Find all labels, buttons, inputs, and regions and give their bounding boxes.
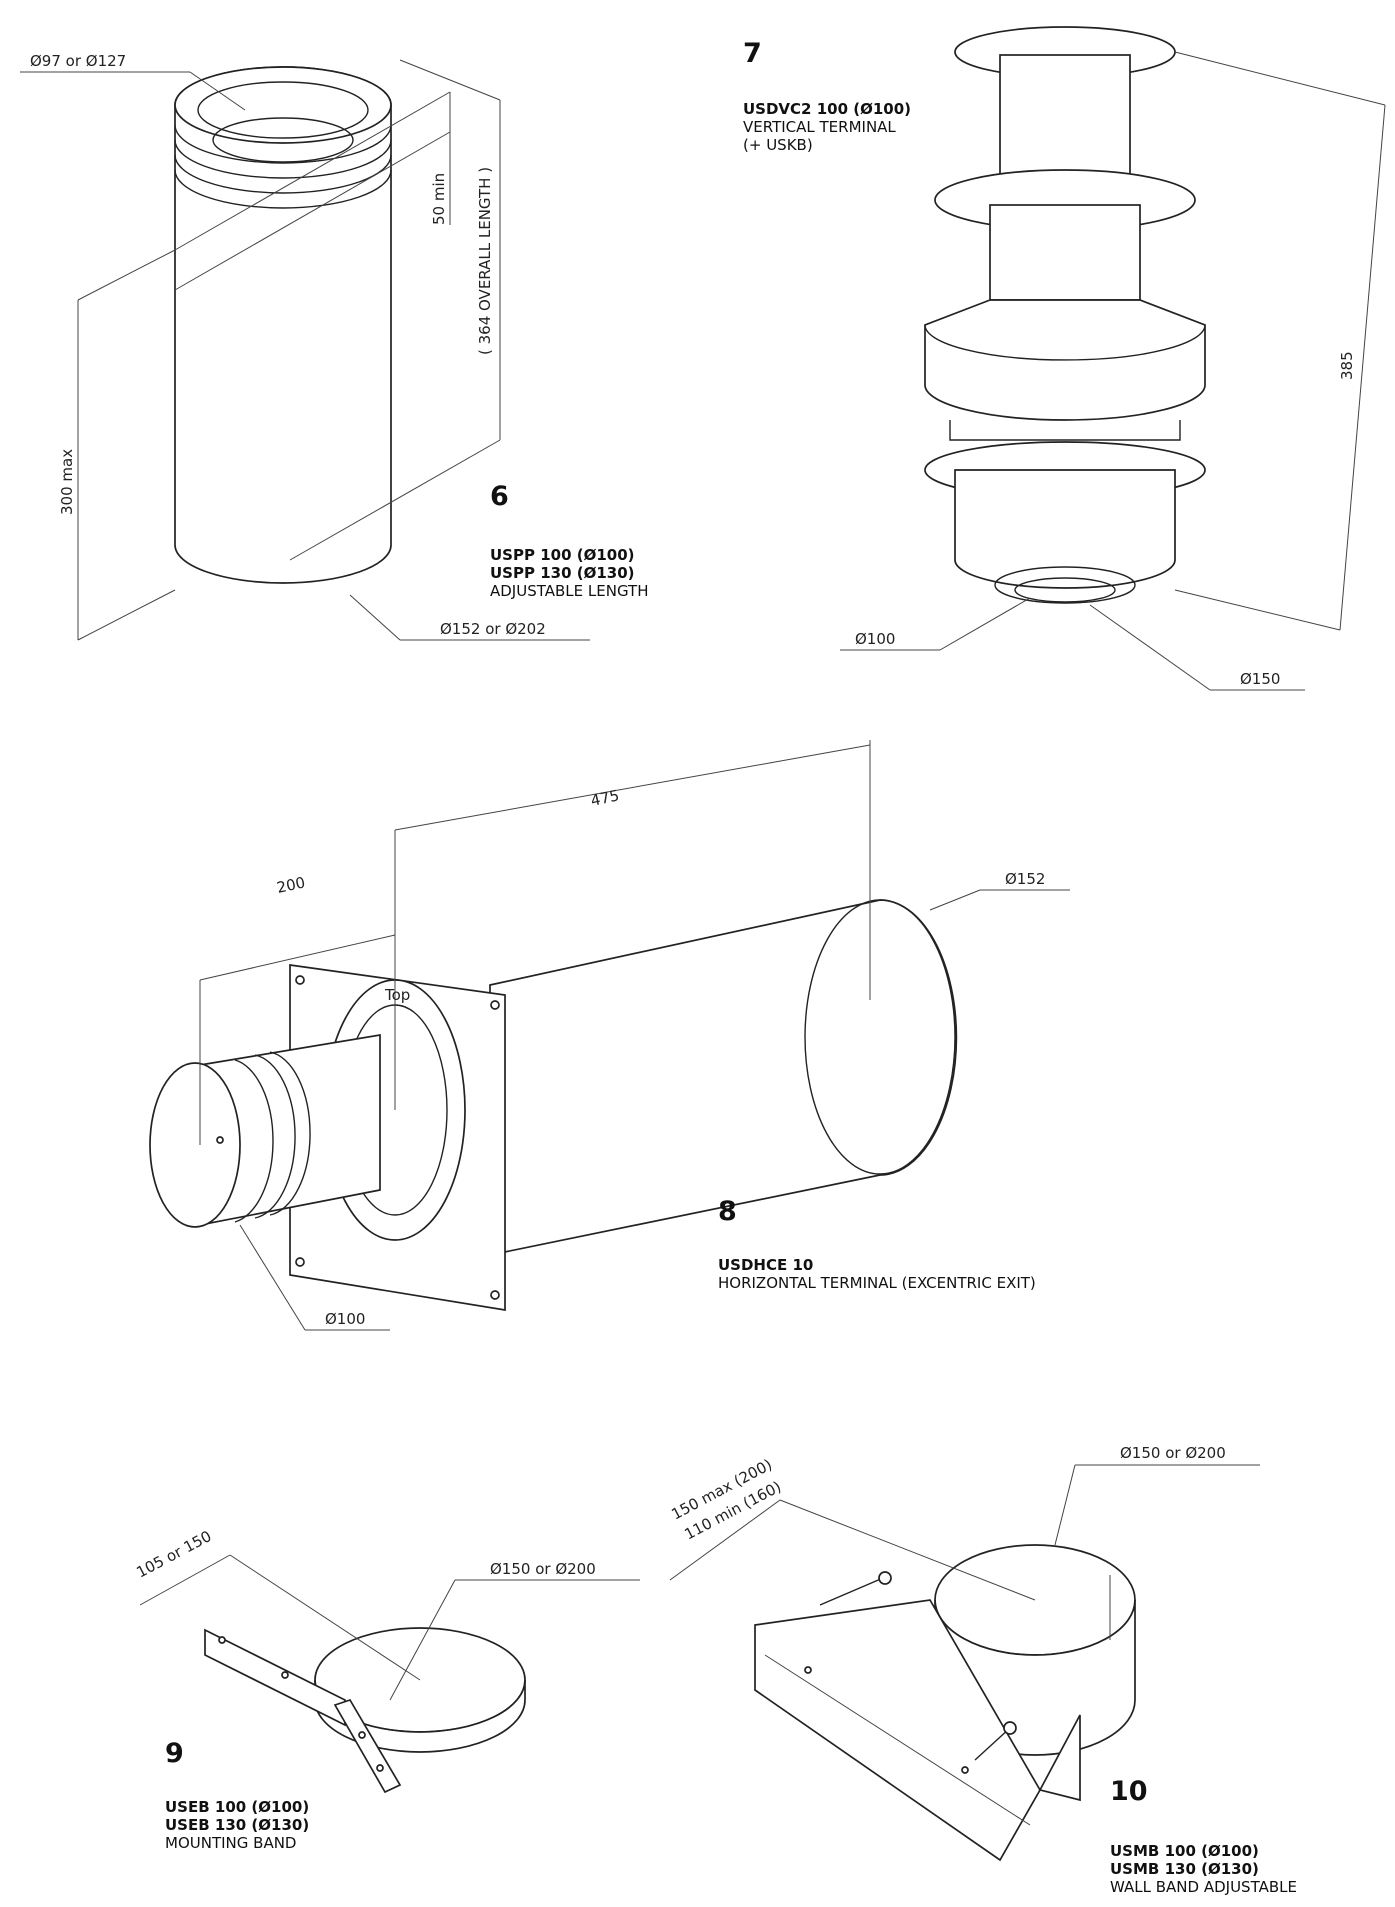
item-6-adjustable-pipe [20,59,590,641]
item-8-inner-length: 200 [275,873,307,897]
item-7-description: VERTICAL TERMINAL [743,118,896,136]
item-10-code-2: USMB 130 (Ø130) [1110,1860,1259,1878]
item-7-height: 385 [1338,351,1356,380]
item-8-number: 8 [718,1196,737,1227]
item-6-number: 6 [490,481,509,512]
item-8-code-1: USDHCE 10 [718,1256,813,1274]
item-9-description: MOUNTING BAND [165,1834,296,1852]
item-7-vertical-terminal [840,26,1386,691]
item-6-min: 50 min [430,173,448,225]
item-7-number: 7 [743,38,762,69]
item-10-code-1: USMB 100 (Ø100) [1110,1842,1259,1860]
item-6-bottom-diameter: Ø152 or Ø202 [440,620,546,638]
item-6-code-1: USPP 100 (Ø100) [490,546,635,564]
item-9-code-1: USEB 100 (Ø100) [165,1798,309,1816]
item-9-offset: 105 or 150 [133,1527,214,1581]
item-8-description: HORIZONTAL TERMINAL (EXCENTRIC EXIT) [718,1274,1036,1292]
item-7-code-1: USDVC2 100 (Ø100) [743,100,911,118]
item-9-mounting-band [139,1554,640,1794]
item-8-total-length: 475 [589,786,621,810]
item-6-top-diameter: Ø97 or Ø127 [30,52,126,70]
item-7-description-2: (+ USKB) [743,136,813,154]
item-6-overall-length: ( 364 OVERALL LENGTH ) [476,167,494,355]
item-7-outer-diameter: Ø150 [1240,670,1280,688]
item-6-code-2: USPP 130 (Ø130) [490,564,635,582]
item-8-inner-diameter: Ø100 [325,1310,365,1328]
item-6-max: 300 max [58,449,76,515]
item-8-horizontal-terminal [149,740,1070,1331]
item-9-code-2: USEB 130 (Ø130) [165,1816,309,1834]
item-7-inner-diameter: Ø100 [855,630,895,648]
item-10-description: WALL BAND ADJUSTABLE [1110,1878,1297,1896]
item-8-outer-diameter: Ø152 [1005,870,1045,888]
item-8-plate-label: Top [384,986,410,1004]
item-9-number: 9 [165,1738,184,1769]
item-9-diameter: Ø150 or Ø200 [490,1560,596,1578]
item-6-description: ADJUSTABLE LENGTH [490,582,648,600]
item-10-wall-band [669,1464,1260,1862]
item-10-number: 10 [1110,1776,1148,1807]
item-10-diameter: Ø150 or Ø200 [1120,1444,1226,1462]
